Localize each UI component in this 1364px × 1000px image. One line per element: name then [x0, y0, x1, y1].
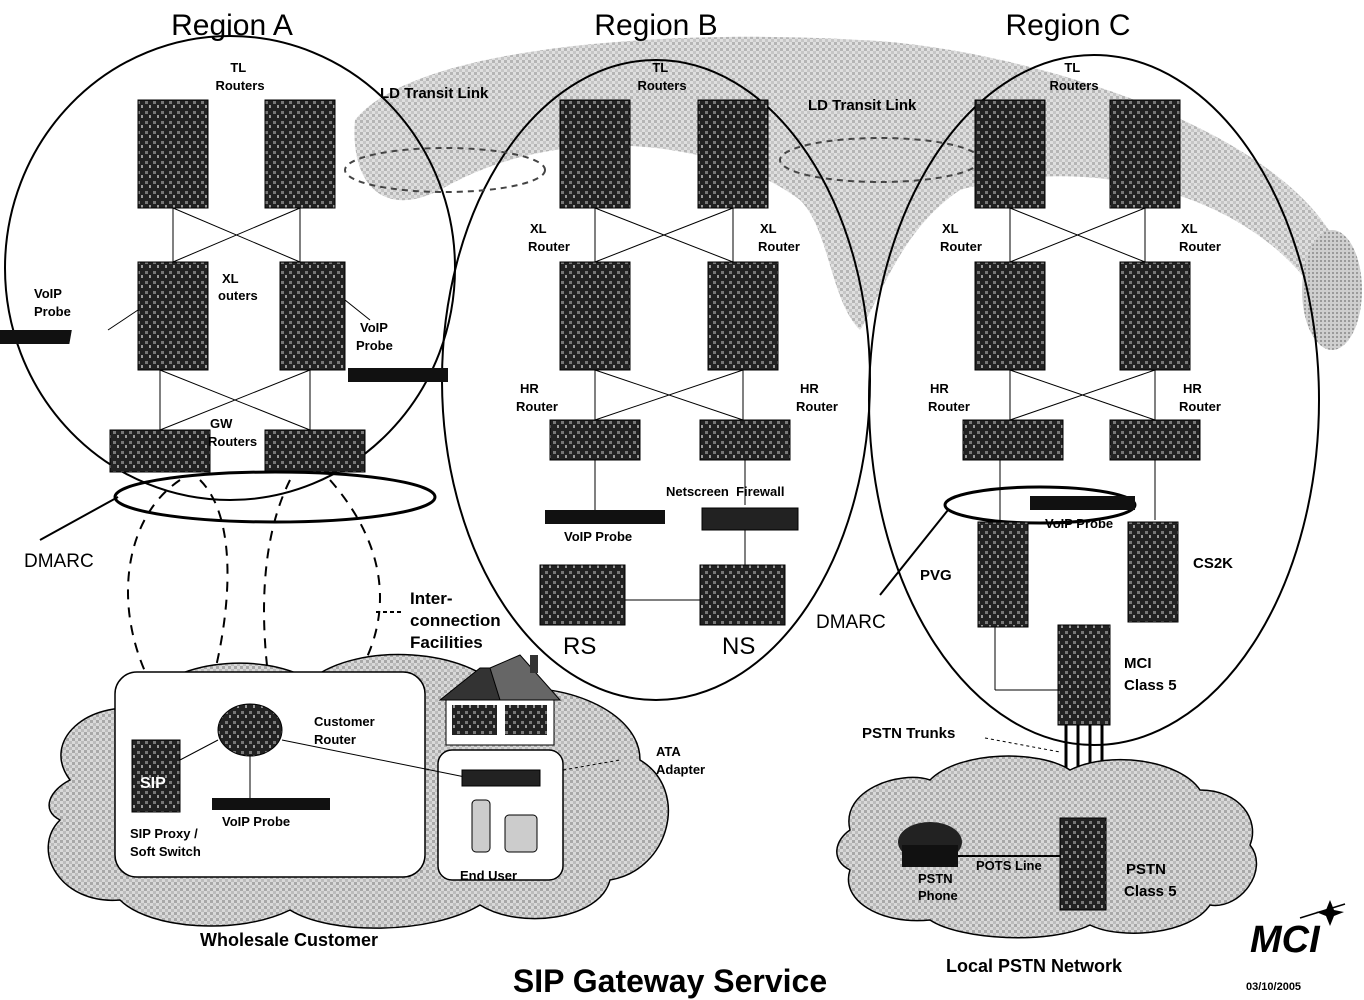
xl-router-b2 [707, 261, 779, 371]
diagram-title: SIP Gateway Service [513, 963, 827, 999]
voip-probe-a-right-label: VoIP Probe [356, 320, 393, 353]
voip-probe-a-right [348, 368, 448, 382]
region-c-devices: TL Routers XL Router XL Router HR Router… [816, 60, 1233, 830]
hr-router-b-left-label: HR Router [516, 381, 558, 414]
wholesale-customer-cloud: Customer Router SIP SIP Proxy / Soft Swi… [47, 653, 705, 950]
dmarc-a-oval [113, 470, 437, 524]
xl-router-a1 [137, 261, 209, 371]
hr-router-c-right-label: HR Router [1179, 381, 1221, 414]
xl-router-c-right-label: XL Router [1179, 221, 1221, 254]
xl-router-c1 [974, 261, 1046, 371]
customer-router-label: Customer Router [314, 714, 378, 747]
sip-proxy-label: SIP Proxy / Soft Switch [130, 826, 201, 859]
hr-router-c-left-label: HR Router [928, 381, 970, 414]
region-c-boundary [868, 54, 1320, 746]
region-b-title: Region B [594, 9, 717, 42]
cs2k-server [1127, 521, 1179, 623]
pstn-class5-label: PSTN Class 5 [1124, 861, 1177, 900]
local-pstn-cloud: PSTN Phone POTS Line PSTN Class 5 Local … [836, 755, 1258, 976]
ata-adapter-label: ATA Adapter [656, 744, 705, 777]
dmarc-a-label: DMARC [24, 551, 94, 572]
end-user-label: End User [460, 868, 517, 883]
wholesale-customer-label: Wholesale Customer [200, 930, 378, 950]
cs2k-label: CS2K [1193, 555, 1233, 572]
pstn-trunks-label: PSTN Trunks [862, 725, 955, 742]
tl-router-a1 [137, 99, 209, 209]
sip-proxy-server [131, 739, 181, 813]
mci-logo: MCI [1250, 900, 1346, 961]
pots-line-label: POTS Line [976, 858, 1042, 873]
voip-probe-b [545, 510, 665, 524]
netscreen-firewall-label: Netscreen Firewall [666, 484, 785, 499]
ld-transit-backdrop [354, 36, 1362, 350]
mci-logo-text: MCI [1250, 919, 1321, 961]
hr-router-b1 [549, 419, 641, 461]
tl-router-b2 [697, 99, 769, 209]
voip-probe-a-left-label: VoIP Probe [34, 286, 71, 319]
pstn-phone-icon [898, 822, 962, 867]
xl-routers-a-label: XL outers [218, 271, 258, 303]
xl-router-b-left-label: XL Router [528, 221, 570, 254]
hr-router-b2 [699, 419, 791, 461]
ld-transit-link-label-2: LD Transit Link [808, 97, 917, 114]
gw-routers-a-label: GW Routers [208, 416, 257, 449]
pvg-label: PVG [920, 567, 952, 584]
dmarc-c-label: DMARC [816, 612, 886, 633]
voip-probe-c-label: VoIP Probe [1045, 516, 1113, 531]
rs-label: RS [563, 633, 596, 660]
ld-transit-link-label-1: LD Transit Link [380, 85, 489, 102]
ns-server [699, 564, 786, 626]
customer-premises-box [114, 671, 426, 878]
netscreen-firewall [701, 507, 799, 531]
date-label: 03/10/2005 [1246, 981, 1301, 993]
interconnection-label: Inter- connection Facilities [410, 589, 505, 652]
star-icon [1316, 900, 1344, 926]
xl-router-a2 [279, 261, 346, 371]
tl-router-c1 [974, 99, 1046, 209]
tl-routers-b-label: TL Routers [637, 60, 686, 93]
pstn-class5-switch [1059, 817, 1107, 911]
tl-router-b1 [559, 99, 631, 209]
xl-router-b-right-label: XL Router [758, 221, 800, 254]
local-pstn-network-label: Local PSTN Network [946, 956, 1123, 976]
voip-probe-b-label: VoIP Probe [564, 529, 632, 544]
hr-router-b-right-label: HR Router [796, 381, 838, 414]
region-a-devices: TL Routers XL outers VoIP Probe VoIP Pro… [0, 60, 505, 701]
xl-router-b1 [559, 261, 631, 371]
voip-probe-customer [212, 798, 330, 810]
ns-label: NS [722, 633, 755, 660]
voip-probe-customer-label: VoIP Probe [222, 814, 290, 829]
pvg-server [977, 521, 1029, 628]
tl-router-c2 [1109, 99, 1181, 209]
gw-router-a2 [264, 429, 366, 473]
ld-transit-link-oval-1 [344, 147, 546, 193]
voip-probe-c [1030, 496, 1135, 510]
region-a-title: Region A [171, 9, 293, 42]
mci-class5-label: MCI Class 5 [1124, 655, 1177, 694]
sip-logo-icon: SIP [140, 775, 166, 792]
gw-router-a1 [109, 429, 211, 473]
customer-router [217, 703, 283, 757]
region-b-devices: TL Routers XL Router XL Router HR Router… [516, 60, 838, 660]
region-c-title: Region C [1005, 9, 1130, 42]
tl-router-a2 [264, 99, 336, 209]
house-icon [438, 654, 562, 746]
hr-router-c2 [1109, 419, 1201, 461]
hr-router-c1 [962, 419, 1064, 461]
phone-icon [471, 799, 538, 853]
xl-router-c-left-label: XL Router [940, 221, 982, 254]
mci-class5-switch [1057, 624, 1111, 726]
rs-server [539, 564, 626, 626]
voip-probe-a-left [0, 330, 72, 344]
pstn-phone-label: PSTN Phone [918, 871, 958, 903]
ata-adapter [461, 769, 541, 787]
tl-routers-c-label: TL Routers [1049, 60, 1098, 93]
xl-router-c2 [1119, 261, 1191, 371]
tl-routers-a-label: TL Routers [215, 60, 264, 93]
